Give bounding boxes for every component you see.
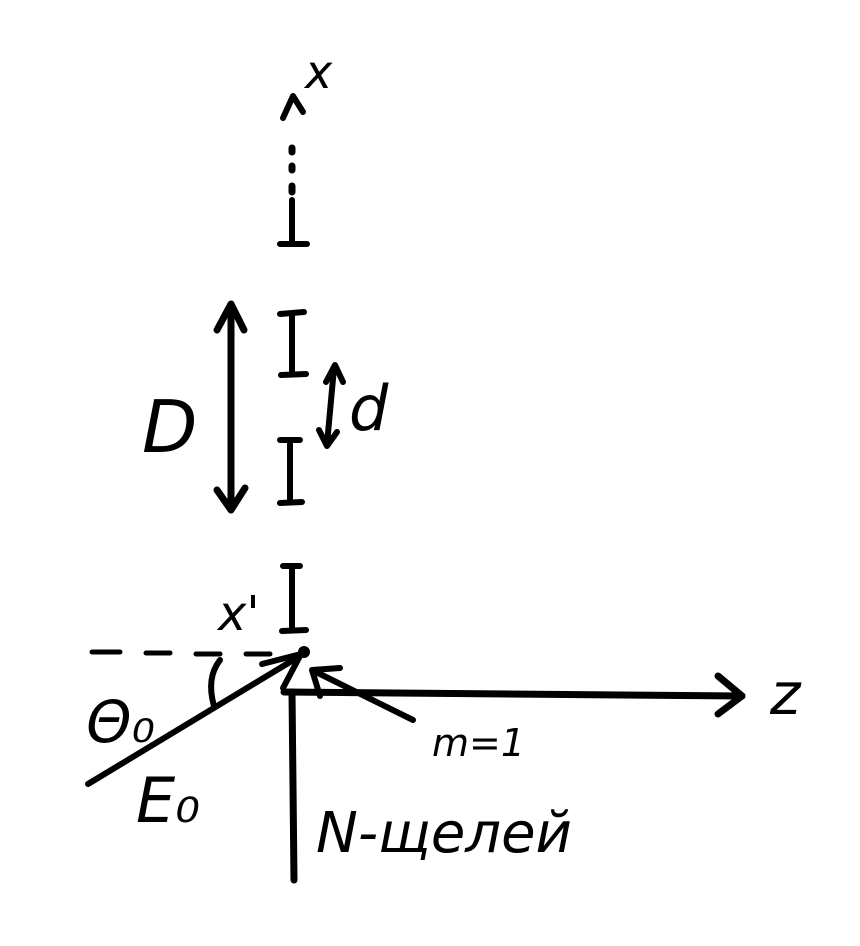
dimension-D-label: D [142,385,197,469]
incidence-angle-arc [208,657,223,709]
z-axis-label: z [769,660,802,728]
x-axis-label: x [303,45,333,99]
dimension-d-arrow [316,362,346,449]
slit [279,563,309,634]
dimension-D-arrow [213,300,249,514]
caption-N-slits: N-щелей [316,801,572,866]
slit [277,437,305,506]
z-axis [280,672,746,718]
x-axis-arrowhead-icon [280,93,306,121]
m1-label: m=1 [432,721,525,765]
x-prime-label: x' [216,586,260,642]
E0-label: E₀ [136,764,200,837]
reference-dashed-line [89,649,273,657]
x-axis-continuation [280,93,306,196]
slit [277,309,309,378]
dimension-d-label: d [349,372,389,445]
first-slit-point [298,646,310,658]
grating-screen-line [288,688,298,884]
theta0-label: Θ₀ [86,688,155,756]
slit [277,197,310,247]
z-axis-arrowhead-icon [714,672,746,718]
